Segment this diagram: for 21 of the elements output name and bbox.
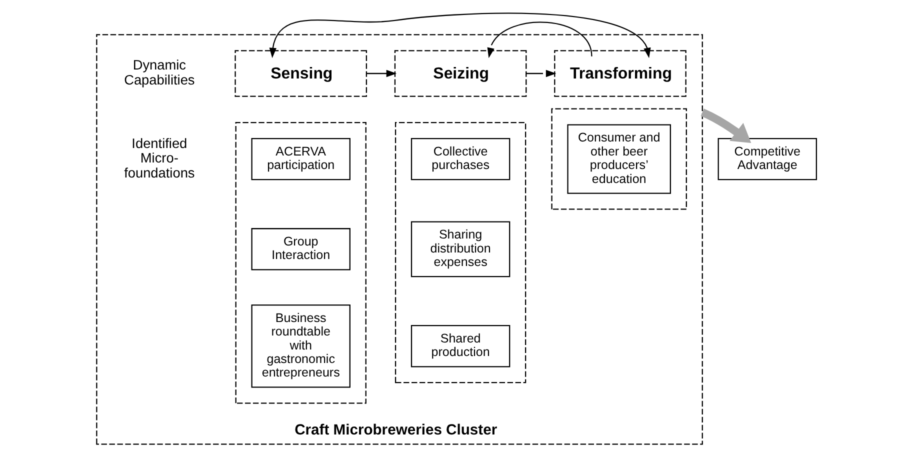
node-box: Seizing xyxy=(394,50,527,97)
node-box: Competitive Advantage xyxy=(718,138,817,180)
arrow xyxy=(269,12,651,58)
node-box: Collective purchases xyxy=(410,138,510,180)
node-box: ACERVA participation xyxy=(251,138,350,180)
node-box: Business roundtable with gastronomic entrepreneurs xyxy=(251,304,350,388)
label: Dynamic Capabilities xyxy=(124,58,195,88)
node-box: Transforming xyxy=(554,50,686,97)
arrow xyxy=(487,22,592,58)
cluster xyxy=(551,108,687,210)
arrow xyxy=(700,108,752,144)
node-box: Sensing xyxy=(234,50,368,97)
node-box: Group Interaction xyxy=(251,228,350,270)
arrow xyxy=(526,70,556,78)
node-box: Shared production xyxy=(410,325,510,368)
node-box: Consumer and other beer producers’ education xyxy=(567,124,671,194)
label: Identified Micro-foundations xyxy=(124,136,195,180)
arrow xyxy=(366,70,397,78)
cluster xyxy=(235,122,366,404)
cluster xyxy=(394,122,526,384)
node-box: Sharing distribution expenses xyxy=(410,221,510,278)
